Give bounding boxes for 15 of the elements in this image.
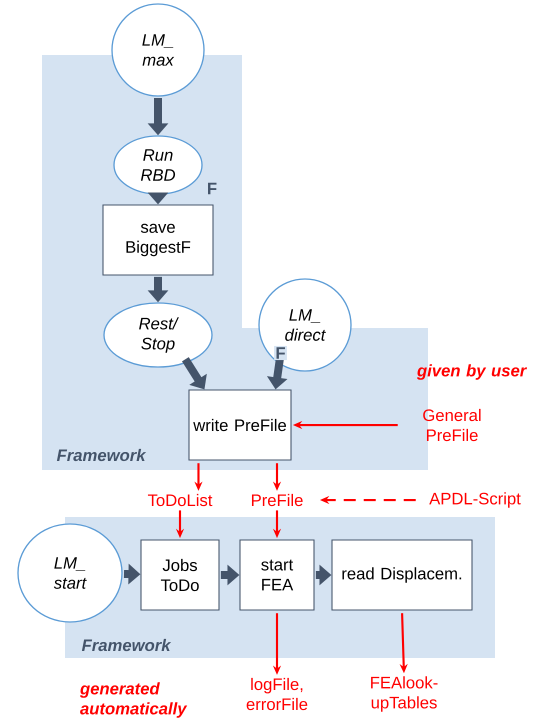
note-text: given by user bbox=[416, 364, 528, 380]
file-label: FEAlook- upTables bbox=[371, 676, 438, 712]
file-label: APDL-Script bbox=[429, 492, 521, 508]
process-box: read Displacem. bbox=[331, 539, 473, 611]
file-label: General PreFile bbox=[423, 408, 481, 442]
file-label: logFile, errorFile bbox=[246, 678, 308, 710]
edge-label: F bbox=[274, 346, 287, 360]
edge-label: F bbox=[206, 181, 218, 196]
note-text: generated automatically bbox=[80, 682, 188, 718]
file-label: PreFile bbox=[252, 494, 303, 506]
process-box: Jobs ToDo bbox=[140, 539, 220, 611]
file-label: ToDoList bbox=[148, 494, 212, 506]
process-box: start FEA bbox=[239, 539, 315, 611]
process-box: write PreFile bbox=[188, 389, 292, 461]
process-box: save BiggestF bbox=[102, 204, 214, 276]
